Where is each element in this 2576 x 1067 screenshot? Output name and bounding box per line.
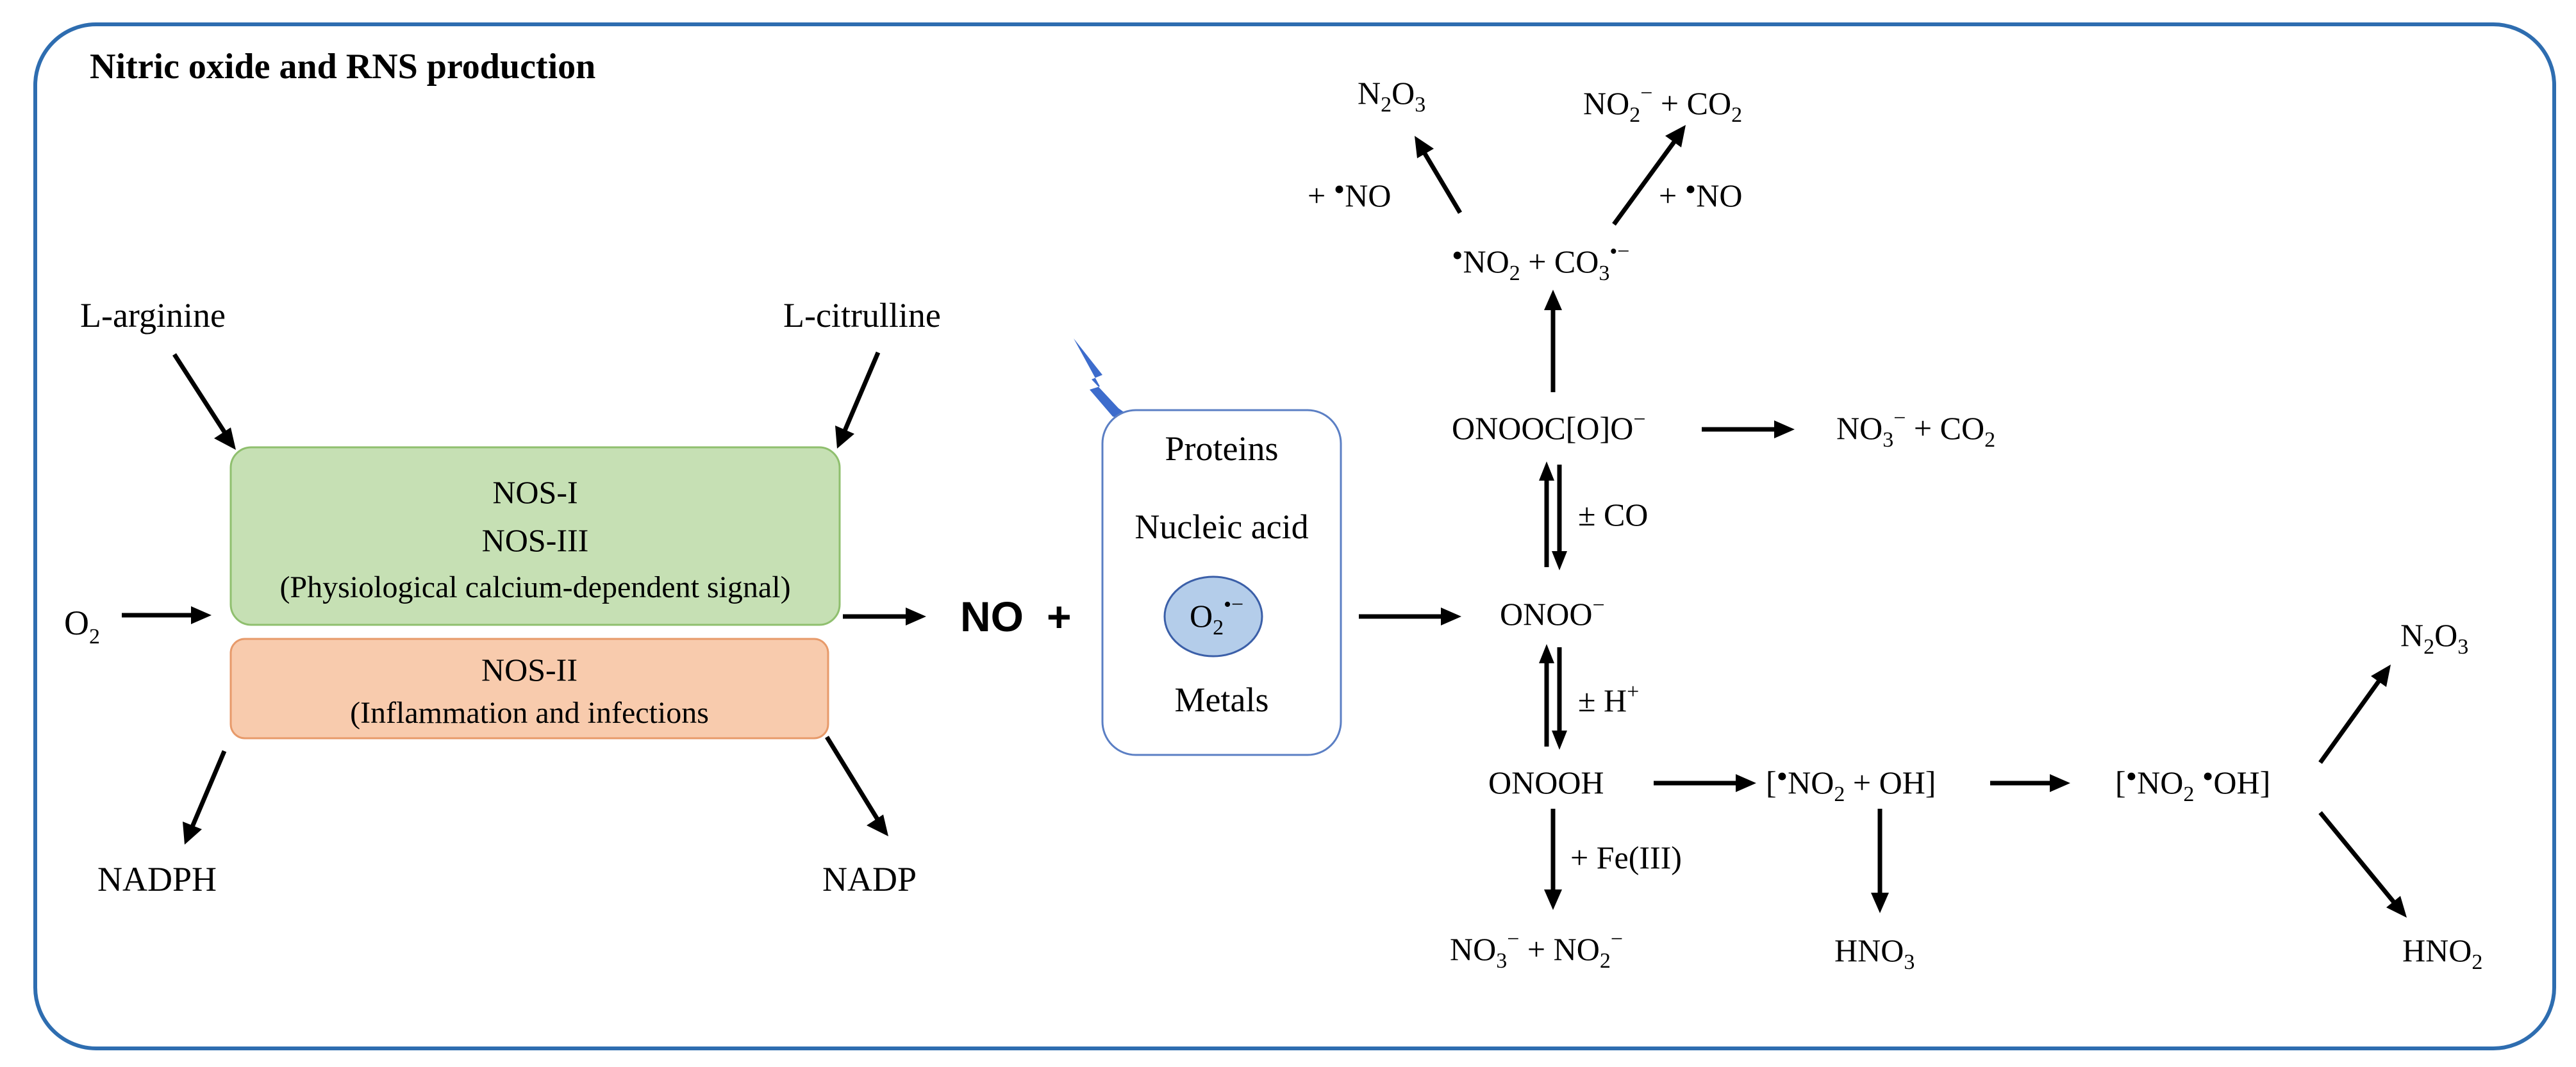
l-citrulline-label: L-citrulline (783, 296, 941, 335)
nucleic-acid-label: Nucleic acid (1134, 508, 1308, 546)
arrowhead (835, 426, 854, 449)
arrow-free-pair-to-hno2 (2318, 811, 2396, 904)
nitrosoperoxycarbonate-label: ONOOC[O]O− (1452, 408, 1646, 446)
nos-ii-label: NOS-II (481, 652, 578, 688)
peroxynitrite-label: ONOO− (1500, 593, 1605, 632)
oxygen-label: O2 (64, 604, 100, 649)
arrow-nos-to-nadph (190, 750, 227, 828)
h-condition-label: ± H+ (1578, 680, 1639, 718)
nos-inducible-box (229, 638, 829, 740)
nos-inducible-description: (Inflammation and infections (350, 696, 709, 730)
arrowhead (1544, 889, 1562, 910)
no-targets-section: NO + Proteins Nucleic acid O2•− Metals (960, 338, 1461, 756)
nitric-oxide-label: NO (960, 593, 1024, 640)
diagram-title: Nitric oxide and RNS production (90, 47, 595, 87)
arrowhead (1774, 420, 1795, 438)
nitrite-co2-top-label: NO2− + CO2 (1583, 81, 1742, 127)
diagram-frame (33, 22, 2556, 1050)
free-radical-pair-label: [•NO2 •OH] (2115, 758, 2270, 806)
arrowhead (1552, 551, 1567, 570)
nos-enzyme-section: L-arginine L-citrulline NOS-I NOS-III (P… (64, 296, 941, 898)
arrowhead (1539, 644, 1554, 663)
peroxynitrous-acid-label: ONOOH (1488, 765, 1604, 800)
nitrate-nitrite-label: NO3− + NO2− (1450, 927, 1623, 973)
arrowhead (214, 427, 236, 450)
arrowhead (191, 606, 212, 624)
nos-constitutive-box (229, 446, 841, 626)
l-arginine-label: L-arginine (80, 296, 226, 335)
arrowhead (2371, 665, 2391, 687)
arrowhead (1736, 774, 1756, 792)
arrow-arginine-to-nos (172, 353, 228, 435)
plus-no-right-label: + •NO (1659, 171, 1742, 213)
arrowhead (906, 608, 926, 625)
arrow-radicals-to-n2o3 (1422, 151, 1463, 214)
plus-no-left-label: + •NO (1308, 171, 1391, 213)
arrowhead (1539, 461, 1554, 481)
arrow-nos-to-nadp (825, 736, 880, 822)
radical-pair-label: •NO2 + CO3•− (1452, 237, 1629, 285)
nadp-label: NADP (822, 860, 917, 898)
plus-sign: + (1047, 593, 1072, 640)
arrowhead (1441, 608, 1461, 625)
metals-label: Metals (1175, 681, 1269, 719)
arrow-free-pair-to-n2o3 (2318, 679, 2381, 765)
superoxide-label: O2•− (1190, 593, 1243, 640)
arrowhead (1665, 125, 1686, 147)
peroxynitrite-chemistry-section: N2O3 NO2− + CO2 + •NO + •NO •NO2 + CO3•−… (1308, 75, 2482, 974)
arrowhead (183, 822, 202, 845)
arrowhead (2386, 896, 2407, 918)
arrowhead (1544, 290, 1562, 310)
arrowhead (2050, 774, 2070, 792)
proteins-label: Proteins (1165, 429, 1278, 468)
arrowhead (1415, 136, 1434, 158)
fe-condition-label: + Fe(III) (1570, 840, 1682, 875)
nos-constitutive-description: (Physiological calcium-dependent signal) (279, 570, 790, 604)
arrowhead (1871, 893, 1889, 913)
nos-iii-label: NOS-III (482, 522, 589, 558)
nitrate-co2-label: NO3− + CO2 (1836, 406, 1995, 452)
hno3-label: HNO3 (1834, 932, 1915, 974)
n2o3-top-label: N2O3 (1358, 75, 1425, 117)
superoxide-circle (1163, 575, 1263, 658)
co-condition-label: ± CO (1578, 497, 1648, 533)
hno2-label: HNO2 (2402, 932, 2482, 974)
nadph-label: NADPH (97, 860, 217, 898)
arrowhead (1552, 731, 1567, 750)
n2o3-lower-label: N2O3 (2400, 617, 2468, 659)
nos-i-label: NOS-I (492, 474, 578, 510)
arrow-radicals-to-nitrite-co2 (1612, 139, 1677, 226)
lightning-bolt-icon (1074, 338, 1139, 423)
caged-radical-pair-label: [•NO2 + OH] (1766, 758, 1936, 806)
arrow-nos-to-citrulline (842, 351, 881, 432)
arrowhead (867, 815, 888, 836)
